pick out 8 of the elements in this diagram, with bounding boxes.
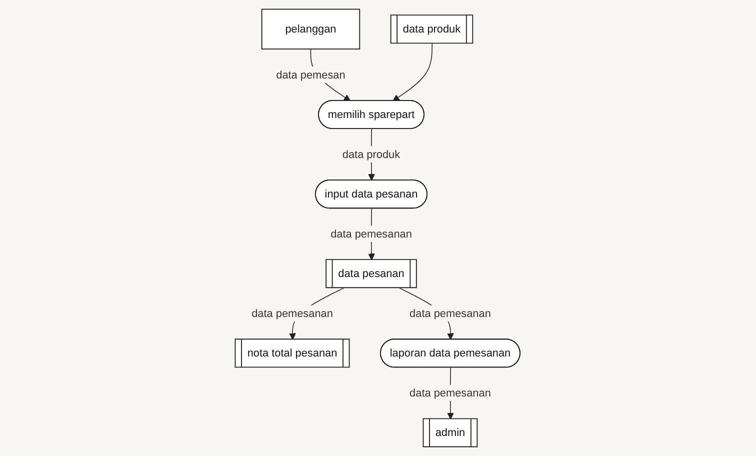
edge-label: data pemesanan <box>410 306 492 320</box>
node-box: pelanggan <box>262 8 360 50</box>
edge-label: data pemesanan <box>410 386 492 399</box>
edge-label: data pemesan <box>276 68 346 81</box>
edge-label: data pemesanan <box>330 227 412 240</box>
edge-label: data produk <box>342 148 400 160</box>
edge-label: data pemesanan <box>252 306 334 320</box>
arrow <box>393 43 433 102</box>
